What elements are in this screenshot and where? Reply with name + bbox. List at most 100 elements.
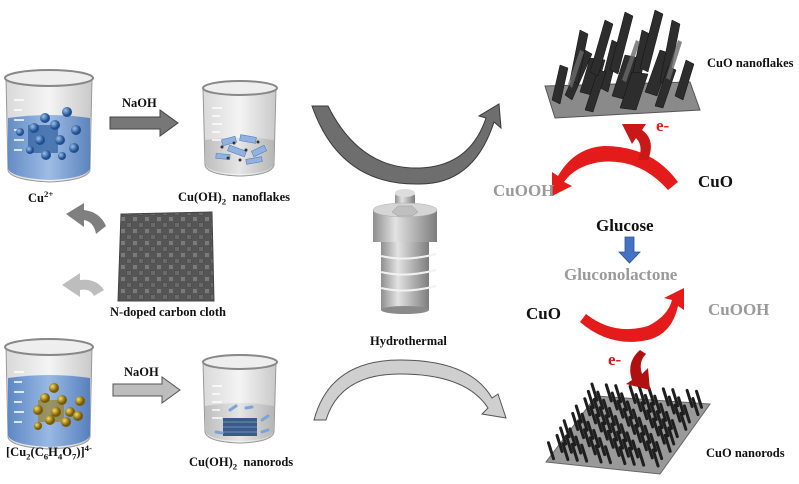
nanorod xyxy=(661,387,670,407)
nanorod xyxy=(637,416,646,436)
arrow-cloth-to-cu2 xyxy=(66,203,106,234)
label-cuo-top: CuO xyxy=(698,172,733,191)
nanorod xyxy=(590,382,599,402)
nanorod xyxy=(655,410,664,430)
nanorod xyxy=(586,420,595,440)
nanorod xyxy=(603,445,612,465)
nanorod xyxy=(595,413,603,433)
cuo-nanorods-image xyxy=(545,382,711,475)
nanorod xyxy=(613,415,622,435)
nanorod xyxy=(628,384,637,404)
beaker-nanorods xyxy=(202,354,278,444)
nanorod xyxy=(580,443,589,463)
nanorod xyxy=(657,425,666,445)
red-arrow-cuo-to-cuooh xyxy=(552,146,678,196)
nanorod xyxy=(612,437,621,457)
nanorod xyxy=(568,427,577,447)
nanorod xyxy=(661,418,670,438)
nanorod xyxy=(619,423,628,443)
nanorod xyxy=(627,446,636,466)
nanorod xyxy=(598,406,607,426)
beaker-nanoflakes xyxy=(202,80,278,177)
label-carbon-cloth: N-doped carbon cloth xyxy=(110,305,226,319)
beaker-cu2-solution xyxy=(4,69,94,183)
beaker-complex-solution xyxy=(4,338,94,450)
red-arrow-electron-up xyxy=(622,124,651,160)
label-cuoh2-nanoflakes: Cu(OH)2 nanoflakes xyxy=(178,190,291,207)
nanorod xyxy=(673,403,682,423)
nanorod xyxy=(685,388,694,408)
label-cuo-nanoflakes: CuO nanoflakes xyxy=(707,56,794,70)
nanorod xyxy=(571,411,580,431)
nanorod xyxy=(582,428,591,448)
nanorod xyxy=(577,420,586,440)
cuo-nanoflakes-image xyxy=(544,9,701,119)
arrow-naoh-bottom xyxy=(112,376,181,404)
nanorod xyxy=(598,437,607,457)
label-cuooh-top: CuOOH xyxy=(493,181,555,200)
nanorod xyxy=(592,428,601,448)
nanorod xyxy=(559,426,568,446)
nanorod xyxy=(625,431,634,451)
hydrothermal-autoclave xyxy=(372,189,438,314)
arrow-cloth-to-complex xyxy=(62,273,104,297)
nanorod xyxy=(643,424,652,444)
nanorod xyxy=(625,400,634,420)
nanorod xyxy=(621,438,630,458)
nanorod xyxy=(616,430,625,450)
nanorod xyxy=(677,396,686,416)
nanorod xyxy=(639,432,648,452)
nanorod xyxy=(682,404,691,424)
nanorod xyxy=(643,393,652,413)
label-cuoh2-nanorods: Cu(OH)2 nanorods xyxy=(189,455,294,472)
nanorod xyxy=(589,405,598,425)
nanorod xyxy=(561,442,570,462)
nanorod xyxy=(588,436,597,456)
nanorod xyxy=(640,401,649,421)
nanorod xyxy=(667,426,676,446)
nanorod xyxy=(645,440,654,460)
nanorod xyxy=(634,393,643,413)
nanorod xyxy=(659,402,668,422)
nanorod xyxy=(646,409,655,429)
nanorod xyxy=(664,410,673,430)
arrow-naoh-top xyxy=(109,109,179,137)
nanorod xyxy=(594,444,603,464)
nanorod xyxy=(564,434,573,454)
red-arrow-cuo-to-cuooh-bottom xyxy=(580,288,684,342)
nanorod xyxy=(610,391,619,411)
arrow-hydrothermal-to-nanoflakes xyxy=(311,103,502,185)
label-naoh-bottom: NaOH xyxy=(124,365,159,379)
carbon-cloth-image xyxy=(117,211,215,302)
nanorod xyxy=(638,385,647,405)
nanorod xyxy=(652,417,660,437)
label-cuo-nanorods: CuO nanorods xyxy=(706,446,785,460)
nanorod xyxy=(574,404,583,424)
nanorod xyxy=(600,421,609,441)
nanorod xyxy=(562,419,571,439)
nanorod xyxy=(574,435,583,455)
nanorod xyxy=(610,422,619,442)
nanorod xyxy=(546,441,555,461)
nanorod xyxy=(618,446,627,466)
red-arrow-electron-down xyxy=(626,350,650,390)
nanorod xyxy=(620,392,629,412)
nanorod xyxy=(555,433,564,453)
nanorod xyxy=(614,384,623,404)
nanorod xyxy=(583,397,592,417)
nanorod xyxy=(649,432,658,452)
nanorod xyxy=(631,408,640,428)
nanorod xyxy=(663,433,672,453)
nanorod xyxy=(628,415,637,435)
nanorod xyxy=(691,397,700,417)
blue-arrow-glucose-to-gluconolactone xyxy=(618,236,641,264)
label-cuo-bottom: CuO xyxy=(526,304,561,323)
label-glucose: Glucose xyxy=(596,216,654,235)
nanorod xyxy=(586,389,595,409)
nanorod xyxy=(695,389,704,409)
label-hydrothermal: Hydrothermal xyxy=(370,334,447,348)
nanorod xyxy=(622,407,631,427)
nanorod xyxy=(580,412,589,432)
nanorod xyxy=(671,388,680,408)
